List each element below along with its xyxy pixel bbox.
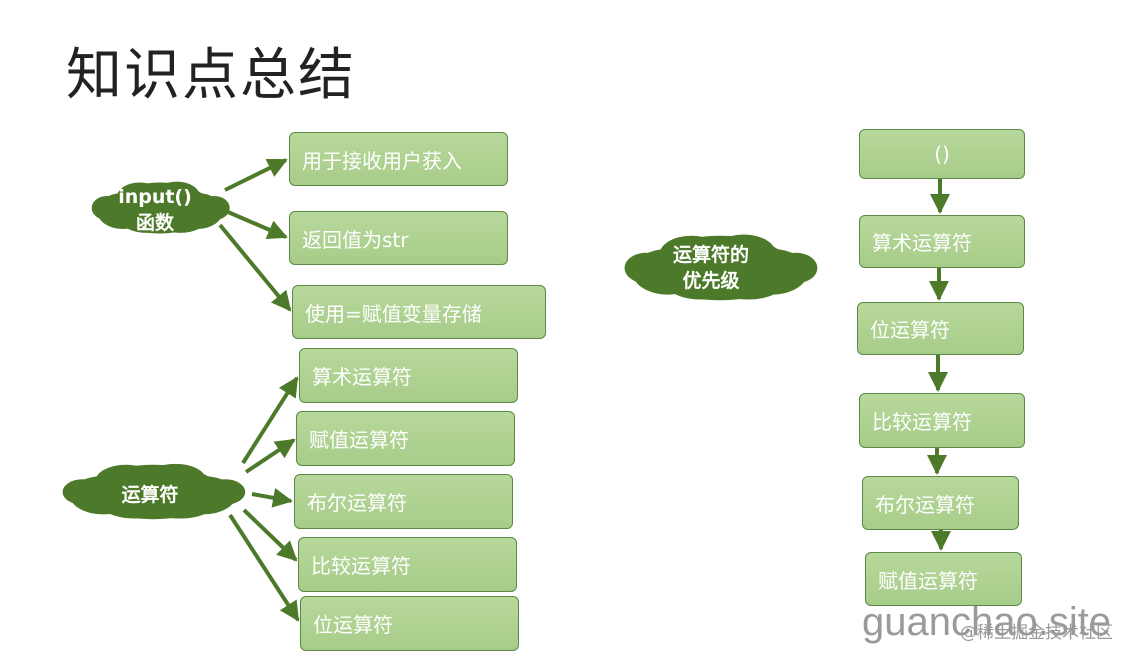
arrow-input-assign: [218, 223, 292, 312]
arrow-op-bitwise: [228, 513, 300, 622]
box-label: 比较运算符: [311, 554, 411, 578]
cloud-puff: [711, 234, 776, 273]
arrow-input-return: [227, 210, 288, 240]
operator-box-boolean: 布尔运算符: [294, 474, 513, 529]
precedence-box-comparison: 比较运算符: [859, 393, 1025, 448]
cloud-puff: [204, 479, 246, 505]
cloud-label-line: 运算符的: [672, 244, 749, 266]
input-box-receive: 用于接收用户获入: [289, 132, 508, 186]
operator-box-bitwise: 位运算符: [300, 596, 519, 651]
precedence-box-parentheses: (): [859, 129, 1025, 179]
cloud-puff: [91, 196, 123, 220]
cloud-label-line: 优先级: [682, 270, 740, 292]
cloud-label-operators: 运算符: [95, 482, 205, 508]
arrow-input-receive: [224, 158, 288, 192]
cloud-puff: [62, 479, 104, 505]
watermark-site: guanchao.site: [862, 600, 1112, 644]
box-label: 位运算符: [313, 613, 393, 637]
cloud-label-precedence: 运算符的 优先级: [661, 242, 761, 294]
cloud-label-line: 运算符: [121, 484, 179, 506]
box-label: (): [934, 142, 950, 166]
box-label: 位运算符: [870, 318, 950, 342]
arrow-op-assignment: [244, 438, 296, 474]
operator-box-comparison: 比较运算符: [298, 537, 517, 592]
box-label: 布尔运算符: [875, 492, 975, 517]
box-label: 布尔运算符: [307, 491, 407, 515]
precedence-box-assignment: 赋值运算符: [865, 552, 1022, 606]
page-title: 知识点总结: [66, 43, 356, 108]
cloud-puff: [712, 265, 785, 300]
cloud-puff: [659, 235, 724, 274]
cloud-puff: [199, 196, 230, 220]
box-label: 使用=赋值变量存储: [305, 301, 482, 326]
arrow-op-boolean: [251, 487, 293, 508]
cloud-puff: [774, 252, 818, 284]
cloud-puff: [146, 489, 214, 519]
cloud-puff: [154, 181, 200, 212]
box-label: 赋值运算符: [309, 428, 409, 452]
cloud-label-line: input(): [118, 186, 192, 208]
cloud-puff: [95, 464, 157, 497]
cloud-puff: [154, 205, 206, 233]
watermark-text: @稀土掘金技术社区: [960, 623, 1113, 643]
arrow-op-comparison: [242, 508, 298, 562]
precedence-box-bitwise: 位运算符: [857, 302, 1024, 355]
cloud-precedence: [624, 234, 818, 301]
box-label: 赋值运算符: [878, 568, 978, 593]
box-label: 算术运算符: [872, 231, 972, 255]
box-label: 算术运算符: [312, 365, 412, 389]
precedence-box-boolean: 布尔运算符: [862, 476, 1019, 530]
input-box-assign: 使用=赋值变量存储: [292, 285, 546, 339]
box-label: 比较运算符: [872, 410, 972, 434]
cloud-puff: [624, 252, 668, 284]
box-label: 返回值为str: [302, 227, 409, 252]
cloud-input-function: [91, 181, 230, 234]
precedence-box-arithmetic: 算术运算符: [859, 215, 1025, 268]
operator-box-assignment: 赋值运算符: [296, 411, 515, 466]
arrow-op-arithmetic: [241, 376, 299, 465]
cloud-label-line: 函数: [135, 212, 174, 234]
operator-box-arithmetic: 算术运算符: [299, 348, 518, 403]
cloud-label-input: input() 函数: [100, 184, 210, 236]
cloud-puff: [145, 463, 206, 496]
input-box-return: 返回值为str: [289, 211, 508, 265]
cloud-puff: [116, 182, 163, 213]
cloud-operators: [62, 463, 246, 520]
box-label: 用于接收用户获入: [302, 148, 462, 173]
